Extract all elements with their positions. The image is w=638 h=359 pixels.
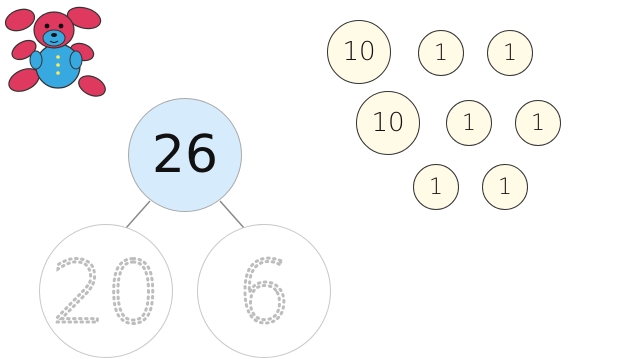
coin-one[interactable]: 1	[515, 100, 561, 146]
coin-one[interactable]: 1	[413, 164, 459, 210]
coin-label: 1	[503, 41, 517, 66]
tens-part-value: 20	[51, 243, 160, 343]
coin-ten[interactable]: 10	[356, 91, 420, 155]
whole-value: 26	[152, 125, 218, 185]
coin-one[interactable]: 1	[418, 30, 464, 76]
coin-label: 1	[531, 111, 545, 136]
ones-part-value: 6	[236, 243, 291, 343]
coin-ten[interactable]: 10	[327, 20, 391, 84]
tens-part-trace: 20	[39, 224, 173, 358]
coin-label: 1	[498, 175, 512, 200]
coin-label: 10	[371, 108, 404, 138]
coin-label: 10	[342, 37, 375, 67]
coin-label: 1	[429, 175, 443, 200]
ones-part-circle[interactable]: 6	[197, 224, 331, 358]
tens-part-circle[interactable]: 20	[39, 224, 173, 358]
coin-label: 1	[434, 41, 448, 66]
coin-one[interactable]: 1	[446, 100, 492, 146]
coin-one[interactable]: 1	[487, 30, 533, 76]
ones-part-trace: 6	[197, 224, 331, 358]
coin-one[interactable]: 1	[482, 164, 528, 210]
whole-circle: 26	[128, 98, 242, 212]
coin-label: 1	[462, 111, 476, 136]
